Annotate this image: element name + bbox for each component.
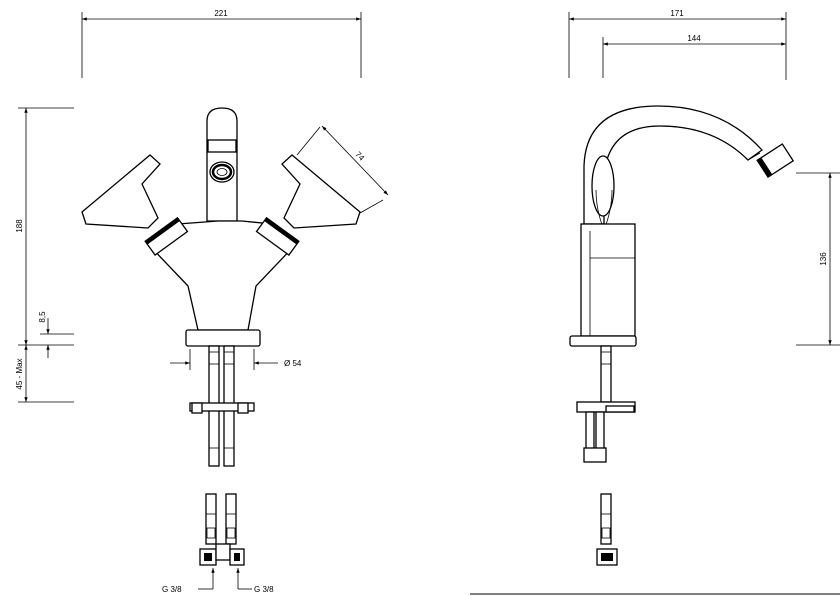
dimension-height-label: 188 — [15, 219, 24, 233]
dimension-width-221: 221 — [81, 9, 362, 78]
dimension-hole-54: Ø 54 — [170, 349, 302, 370]
flex-hose-side — [596, 493, 618, 566]
dimension-height-188: 188 — [15, 107, 74, 346]
dimension-reach-144: 144 — [602, 34, 786, 78]
dimension-deck-label: 45 - Max — [15, 358, 24, 389]
base-plate-side — [569, 335, 637, 347]
connection-right-label: G 3/8 — [254, 585, 274, 594]
dimension-width-label: 221 — [214, 9, 228, 18]
right-handle — [255, 154, 361, 256]
front-view: 221 188 8,5 45 - Max 74 — [15, 9, 389, 594]
base-plate-front — [185, 329, 261, 347]
dimension-hole-label: Ø 54 — [284, 359, 302, 368]
side-view: 171 144 136 — [470, 9, 840, 595]
supply-pipes-side — [576, 345, 636, 463]
dimension-spout-height-label: 136 — [819, 252, 828, 266]
body-side — [580, 223, 636, 337]
dimension-depth-label: 171 — [670, 9, 684, 18]
dimension-deck-max: 45 - Max — [15, 345, 74, 403]
flex-hoses-front — [199, 493, 245, 566]
dimension-base-thickness: 8,5 — [38, 311, 74, 358]
spout-front — [206, 107, 238, 222]
dimension-depth-171: 171 — [568, 9, 787, 80]
spout-side — [583, 105, 795, 232]
dimension-spout-height-136: 136 — [796, 172, 840, 346]
left-handle — [81, 154, 189, 256]
connection-left-label: G 3/8 — [162, 585, 182, 594]
dimension-reach-label: 144 — [687, 34, 701, 43]
dimension-base-thickness-label: 8,5 — [38, 311, 47, 323]
supply-pipes-front — [189, 345, 255, 467]
connection-callouts: G 3/8 G 3/8 — [162, 568, 274, 594]
